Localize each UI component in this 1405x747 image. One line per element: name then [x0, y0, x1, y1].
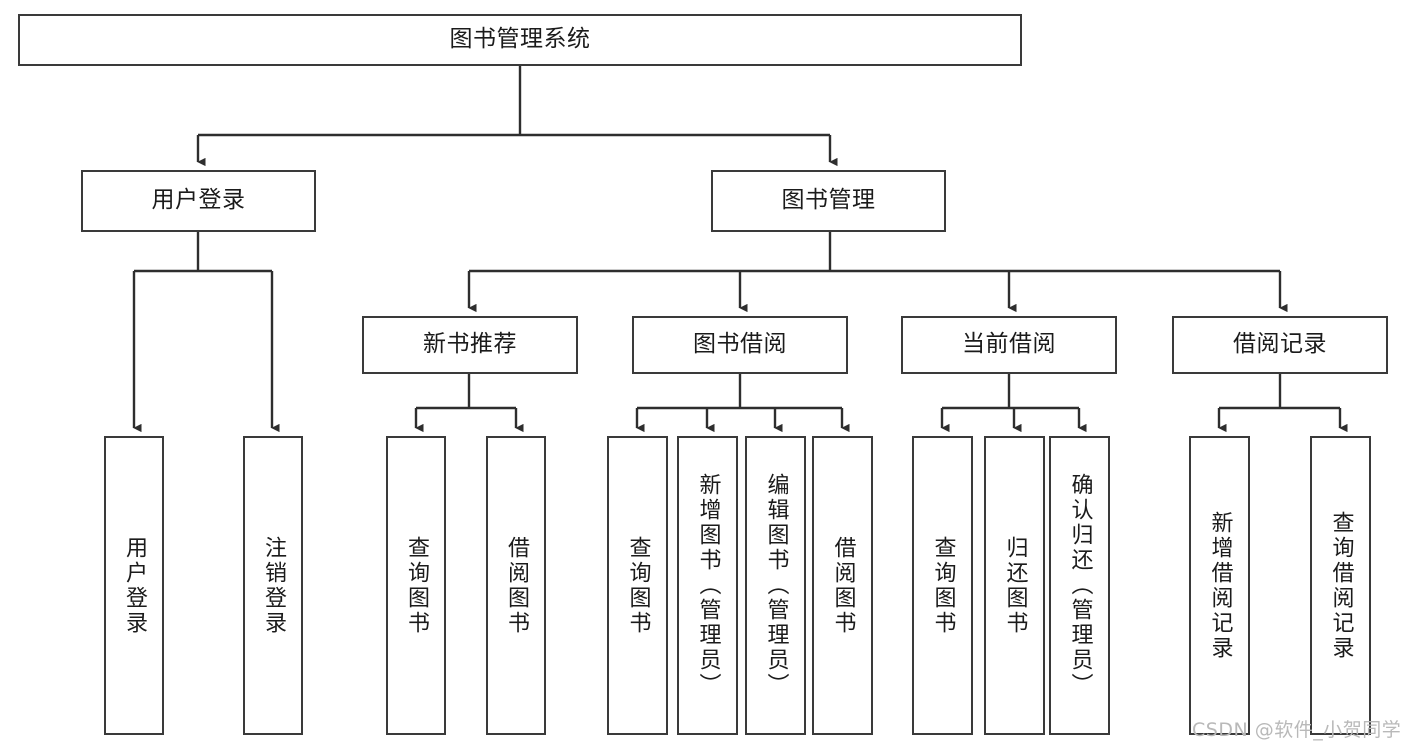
leaf-borrow-book-2-label: 借阅图书	[830, 535, 856, 636]
node-user-login[interactable]: 用户登录	[81, 170, 316, 232]
node-borrow-record[interactable]: 借阅记录	[1172, 316, 1388, 374]
leaf-query-record-label: 查询借阅记录	[1328, 510, 1354, 661]
leaf-query-book-1[interactable]: 查询图书	[386, 436, 446, 735]
leaf-return-book-label: 归还图书	[1002, 535, 1028, 636]
node-book-borrow-label: 图书借阅	[693, 331, 787, 358]
leaf-borrow-book-1[interactable]: 借阅图书	[486, 436, 546, 735]
leaf-user-login-label: 用户登录	[122, 535, 147, 636]
leaf-borrow-book-2[interactable]: 借阅图书	[812, 436, 873, 735]
node-book-borrow[interactable]: 图书借阅	[632, 316, 848, 374]
leaf-query-book-2-label: 查询图书	[625, 535, 651, 636]
leaf-logout-label: 注销登录	[261, 535, 286, 636]
node-new-book-rec-label: 新书推荐	[423, 331, 517, 358]
node-new-book-rec[interactable]: 新书推荐	[362, 316, 578, 374]
leaf-confirm-return[interactable]: 确认归还（管理员）	[1049, 436, 1110, 735]
leaf-add-record[interactable]: 新增借阅记录	[1189, 436, 1250, 735]
leaf-borrow-book-1-label: 借阅图书	[504, 535, 529, 636]
leaf-return-book[interactable]: 归还图书	[984, 436, 1045, 735]
node-book-manage-label: 图书管理	[781, 187, 876, 214]
leaf-query-record[interactable]: 查询借阅记录	[1310, 436, 1371, 735]
node-root-label: 图书管理系统	[449, 26, 591, 53]
leaf-add-book-label: 新增图书（管理员）	[695, 473, 721, 698]
node-user-login-label: 用户登录	[151, 187, 246, 214]
leaf-edit-book[interactable]: 编辑图书（管理员）	[745, 436, 806, 735]
leaf-user-login[interactable]: 用户登录	[104, 436, 164, 735]
leaf-add-record-label: 新增借阅记录	[1207, 510, 1233, 661]
node-root[interactable]: 图书管理系统	[18, 14, 1022, 66]
leaf-query-book-2[interactable]: 查询图书	[607, 436, 668, 735]
node-current-borrow-label: 当前借阅	[962, 331, 1056, 358]
node-book-manage[interactable]: 图书管理	[711, 170, 946, 232]
leaf-query-book-1-label: 查询图书	[404, 535, 429, 636]
node-borrow-record-label: 借阅记录	[1233, 331, 1327, 358]
leaf-edit-book-label: 编辑图书（管理员）	[763, 473, 789, 698]
leaf-confirm-return-label: 确认归还（管理员）	[1067, 473, 1093, 698]
leaf-add-book[interactable]: 新增图书（管理员）	[677, 436, 738, 735]
node-current-borrow[interactable]: 当前借阅	[901, 316, 1117, 374]
leaf-query-book-3-label: 查询图书	[930, 535, 956, 636]
leaf-query-book-3[interactable]: 查询图书	[912, 436, 973, 735]
csdn-watermark: CSDN @软件_小贺同学	[1192, 719, 1402, 741]
leaf-logout[interactable]: 注销登录	[243, 436, 303, 735]
